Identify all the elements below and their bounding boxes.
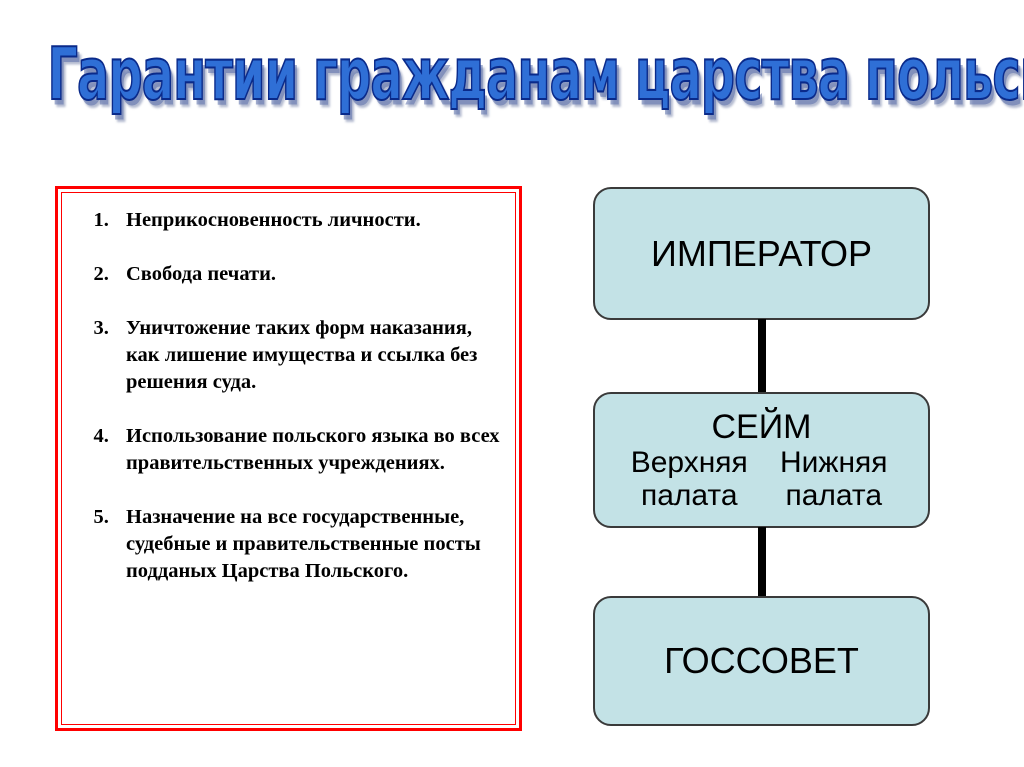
upper-chamber-label: Верхняя палата — [630, 446, 748, 512]
connector-emperor-sejm — [757, 319, 766, 393]
connector-sejm-council — [757, 527, 766, 597]
guarantee-item: Свобода печати. — [114, 261, 501, 288]
state-council-label: ГОССОВЕТ — [664, 640, 859, 682]
guarantees-list: Неприкосновенность личности. Свобода печ… — [70, 207, 501, 585]
emperor-label: ИМПЕРАТОР — [651, 232, 872, 274]
diagram-node-sejm: СЕЙМ Верхняя палата Нижняя палата — [593, 392, 930, 528]
guarantees-box: Неприкосновенность личности. Свобода печ… — [55, 186, 522, 731]
guarantee-item: Использование польского языка во всех пр… — [114, 423, 501, 477]
sejm-chambers: Верхняя палата Нижняя палата — [605, 447, 918, 512]
guarantee-item: Неприкосновенность личности. — [114, 207, 501, 234]
guarantee-item: Уничтожение таких форм наказания, как ли… — [114, 315, 501, 396]
slide-title: Гарантии гражданам царства польского — [47, 33, 1024, 118]
government-structure-diagram: ИМПЕРАТОР СЕЙМ Верхняя палата Нижняя пал… — [593, 187, 930, 726]
lower-chamber-label: Нижняя палата — [779, 446, 888, 512]
guarantee-item: Назначение на все государственные, судеб… — [114, 504, 501, 585]
slide-title-area: Гарантии гражданам царства польского — [0, 33, 1024, 118]
diagram-node-emperor: ИМПЕРАТОР — [593, 187, 930, 320]
diagram-node-state-council: ГОССОВЕТ — [593, 596, 930, 726]
sejm-label: СЕЙМ — [711, 408, 812, 447]
guarantees-box-inner: Неприкосновенность личности. Свобода печ… — [61, 192, 516, 725]
